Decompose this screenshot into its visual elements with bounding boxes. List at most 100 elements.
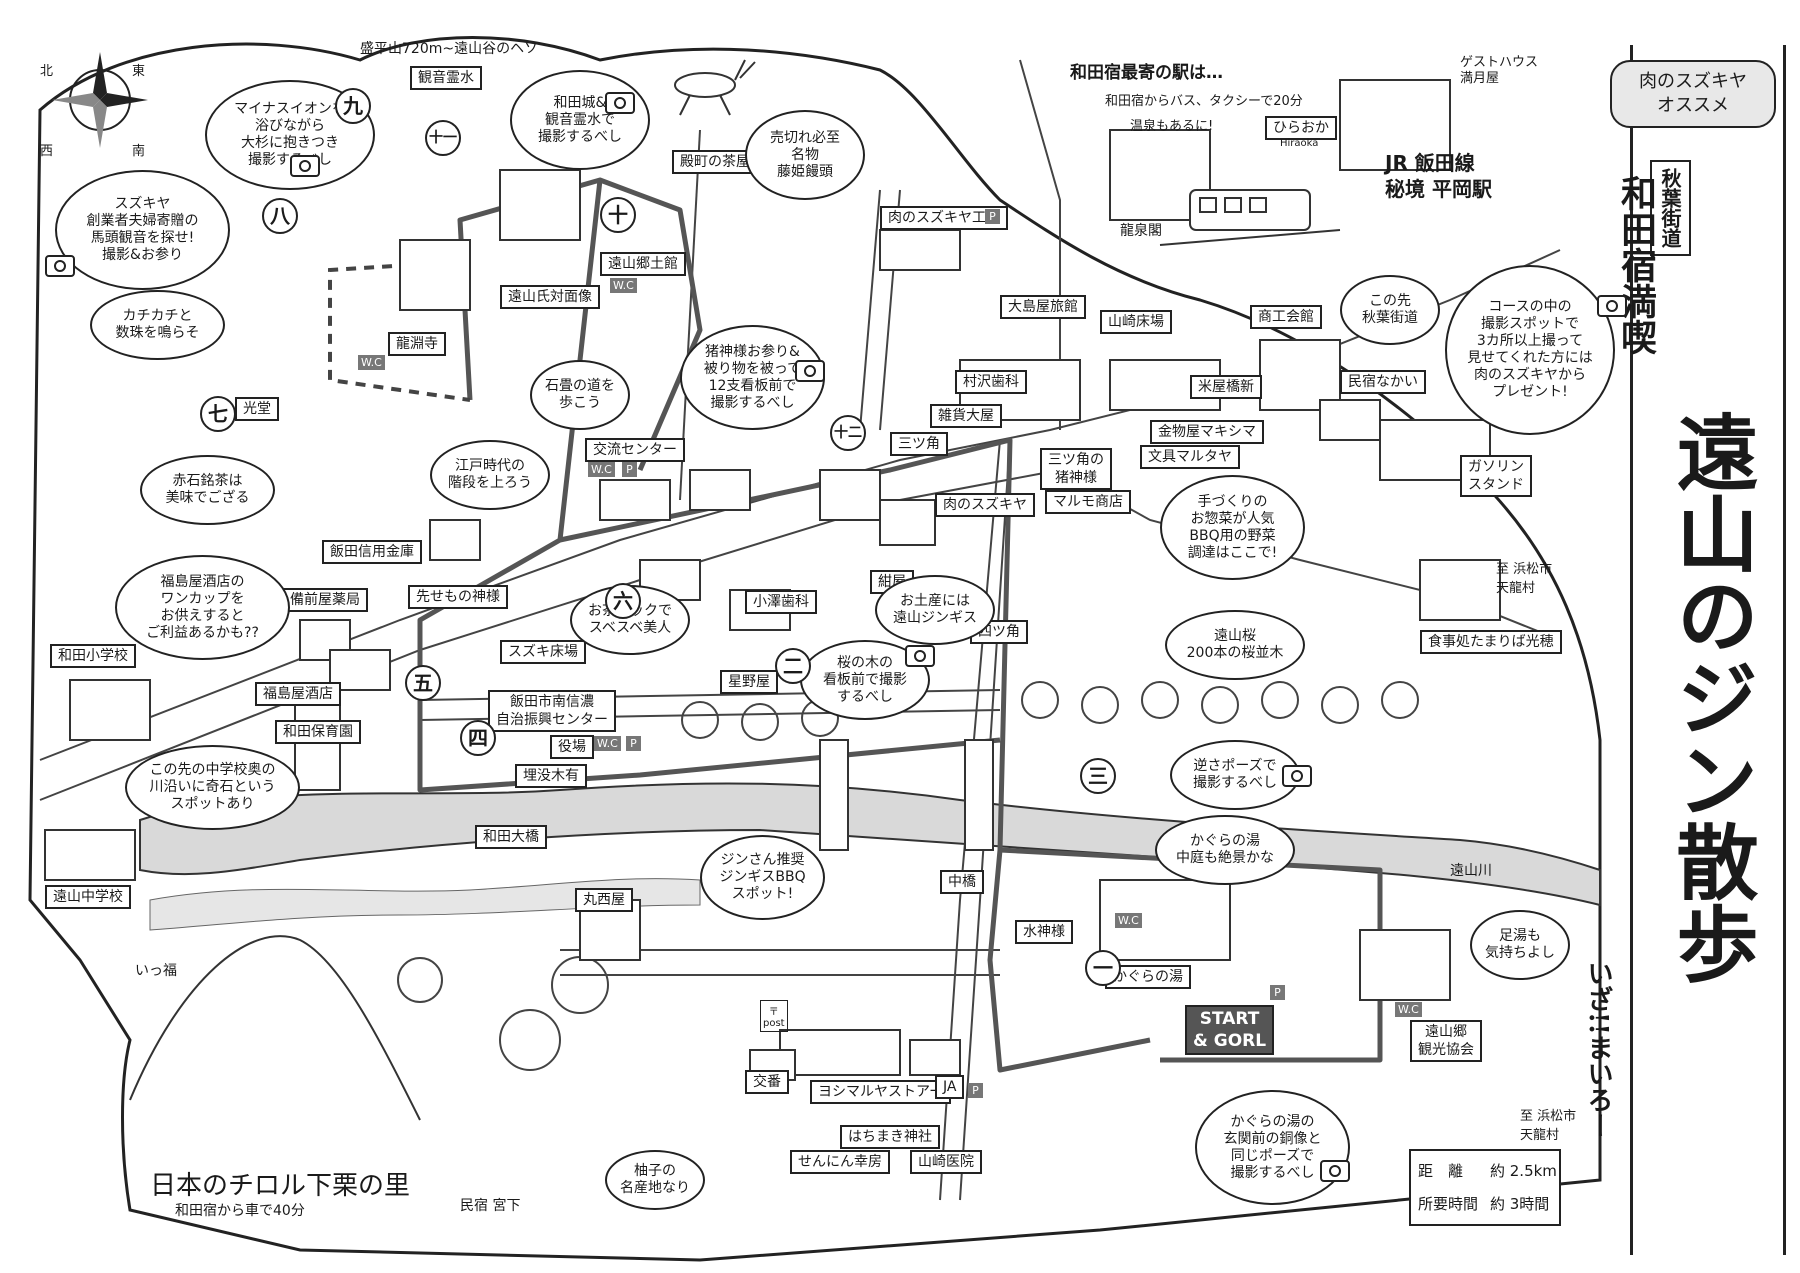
camera-icon xyxy=(45,255,75,277)
shimoguri-hill xyxy=(129,935,421,1121)
nearest-station-title: 和田宿最寄の駅は… xyxy=(1070,63,1223,83)
hiraoka-station: JR 飯田線 秘境 平岡駅 xyxy=(1385,151,1492,201)
walking-route xyxy=(417,177,1383,1073)
shokokai-label: 商工会館 xyxy=(1250,305,1322,329)
distance-value: 約 2.5km xyxy=(1490,1162,1557,1180)
to-hamamatsu-top: 至 浜松市 天龍村 xyxy=(1496,562,1553,596)
spot-1[interactable]: 一 xyxy=(1085,950,1121,986)
hachimaki-label: はちまき神社 xyxy=(840,1125,940,1149)
spot-10[interactable]: 十 xyxy=(600,197,636,233)
post-box: 〒 post xyxy=(760,1000,788,1032)
wc-kanko: W.C xyxy=(1395,1002,1422,1017)
fukushimaya-label: 福島屋酒店 xyxy=(255,682,341,706)
start-goal-label[interactable]: START & GORL xyxy=(1185,1005,1275,1055)
wada-bridge-shape xyxy=(819,739,849,851)
sakimono-label: 先せもの神様 xyxy=(408,585,508,609)
tooyama-chugakko-label: 遠山中学校 xyxy=(45,885,131,909)
spot-3[interactable]: 三 xyxy=(1080,758,1116,794)
ryusenkaku-label: 龍泉閣 xyxy=(1120,223,1162,239)
time-label: 所要時間 xyxy=(1418,1195,1479,1213)
murasawa-label: 村沢歯科 xyxy=(955,370,1027,394)
bubble-konosaki: この先 秋葉街道 xyxy=(1340,275,1440,345)
spot-2[interactable]: 二 xyxy=(775,648,811,684)
bubble-edo-steps: 江戸時代の 階段を上ろう xyxy=(430,440,550,510)
oshimaya-ryokan-label: 大島屋旅館 xyxy=(1000,295,1086,319)
bubble-suzukiya-founder: スズキヤ 創業者夫婦寄贈の 馬頭観音を探せ! 撮影&お参り xyxy=(55,170,230,290)
taimenzo-label: 遠山氏対面像 xyxy=(500,285,600,309)
train-icon xyxy=(1159,189,1341,246)
wada-ohashi-label: 和田大橋 xyxy=(475,825,547,849)
parking-yoshimaru: P xyxy=(968,1083,983,1098)
kozawa-label: 小澤歯科 xyxy=(745,590,817,614)
iida-shinkin-label: 飯田信用金庫 xyxy=(322,540,422,564)
to-hamamatsu-bottom: 至 浜松市 天龍村 xyxy=(1520,1109,1577,1143)
bubble-tezukuri: 手づくりの お惣菜が人気 BBQ用の野菜 調達はここで! xyxy=(1160,475,1305,580)
marunishi-label: 丸西屋 xyxy=(575,888,633,912)
spot-5[interactable]: 五 xyxy=(405,665,441,701)
spot-4[interactable]: 四 xyxy=(460,720,496,756)
camera-icon xyxy=(1320,1160,1350,1182)
guesthouse-label: ゲストハウス 満月屋 xyxy=(1460,55,1539,86)
bubble-jinsan-bbq: ジンさん推奨 ジンギスBBQ スポット! xyxy=(700,835,825,920)
bungu-label: 文具マルタヤ xyxy=(1140,445,1240,469)
bubble-sakura-kanban: 桜の木の 看板前で撮影 するべし xyxy=(800,640,930,720)
spot-8[interactable]: 八 xyxy=(262,198,298,234)
tooyama-kanko-label: 遠山郷 観光協会 xyxy=(1410,1020,1482,1062)
kannon-reisui-label: 観音霊水 xyxy=(410,66,482,90)
spot-7[interactable]: 七 xyxy=(200,396,236,432)
shokujidokoro-label: 食事処たまりば光穂 xyxy=(1420,630,1562,654)
kanamono-label: 金物屋マキシマ xyxy=(1150,420,1264,444)
compass-north: 北 xyxy=(40,64,54,79)
parking-yakuba: P xyxy=(626,736,641,751)
spot-12[interactable]: 十二 xyxy=(830,415,866,451)
parking-kagura: P xyxy=(1270,985,1285,1000)
bubble-omiyage: お土産には 遠山ジンギス xyxy=(875,575,995,645)
bubble-fukushimaya-cup: 福島屋酒店の ワンカップを お供えすると ご利益あるかも?? xyxy=(115,555,290,660)
minshuku-nakai-label: 民宿なかい xyxy=(1340,370,1426,394)
bubble-tooyama-zakura: 遠山桜 200本の桜並木 xyxy=(1165,610,1305,680)
bubble-urikire: 売切れ必至 名物 藤姫饅頭 xyxy=(745,110,865,200)
camera-icon xyxy=(905,645,935,667)
ja-label: JA xyxy=(935,1075,965,1099)
compass-south: 南 xyxy=(132,144,146,159)
itfuku-label: いっ福 xyxy=(135,963,177,979)
koban-label: 交番 xyxy=(745,1070,789,1094)
parking-icon: P xyxy=(985,209,1000,224)
zakka-oshima-label: 雑貨大屋 xyxy=(930,404,1002,428)
bubble-gyakuzori: 逆さポーズで 撮影するべし xyxy=(1170,740,1300,810)
bubble-present: コースの中の 撮影スポットで 3カ所以上撮って 見せてくれた方には 肉のスズキヤ… xyxy=(1445,265,1615,435)
wc-kagura: W.C xyxy=(1115,913,1142,928)
wada-hoikuen-label: 和田保育園 xyxy=(275,720,361,744)
mitsukado-label: 三ツ角 xyxy=(890,432,948,456)
gasoline-label: ガソリン スタンド xyxy=(1460,455,1532,497)
marumo-label: マルモ商店 xyxy=(1045,490,1131,514)
nakahashi-label: 中橋 xyxy=(940,870,984,894)
bubble-kagura-niwa: かぐらの湯 中庭も絶景かな xyxy=(1155,815,1295,885)
subtitle: 和田宿満喫 xyxy=(1615,175,1657,355)
suzuki-yuba-label: スズキ床場 xyxy=(500,640,586,664)
shout-text: いざ!!まいろー xyxy=(1583,960,1613,1139)
tonomachi-chaya-label: 殿町の茶屋 xyxy=(672,150,758,174)
camera-icon xyxy=(290,155,320,177)
bubble-chugakko-oku: この先の中学校奥の 川沿いに奇石という スポットあり xyxy=(125,745,300,830)
wc-koryu: W.C xyxy=(588,462,615,477)
onsen-note: 温泉もあるに! xyxy=(1130,119,1214,134)
wc-yakuba: W.C xyxy=(594,736,621,751)
suijinsama-label: 水神様 xyxy=(1015,920,1073,944)
deer-icon xyxy=(674,59,756,116)
spot-9[interactable]: 九 xyxy=(335,88,371,124)
hoshinoya-label: 星野屋 xyxy=(720,670,778,694)
spot-6[interactable]: 六 xyxy=(605,583,641,619)
ryuenji-label: 龍淵寺 xyxy=(388,332,446,356)
spot-11[interactable]: 十一 xyxy=(425,120,461,156)
branch-route xyxy=(328,263,471,402)
sennin-label: せんにん幸房 xyxy=(790,1150,890,1174)
compass-west: 西 xyxy=(40,144,54,159)
koryu-center-label: 交流センター xyxy=(585,438,685,462)
mitsukado-inari-label: 三ツ角の 猪神様 xyxy=(1040,448,1112,490)
bubble-wada-castle: 和田城& 観音霊水で 撮影するべし xyxy=(510,70,650,170)
hiraoka-sign: ひらおか xyxy=(1265,116,1337,140)
parking-koryu: P xyxy=(622,462,637,477)
iida-minami-label: 飯田市南信濃 自治振興センター xyxy=(488,690,616,732)
bubble-kachikachi: カチカチと 数珠を鳴らそ xyxy=(90,290,225,360)
